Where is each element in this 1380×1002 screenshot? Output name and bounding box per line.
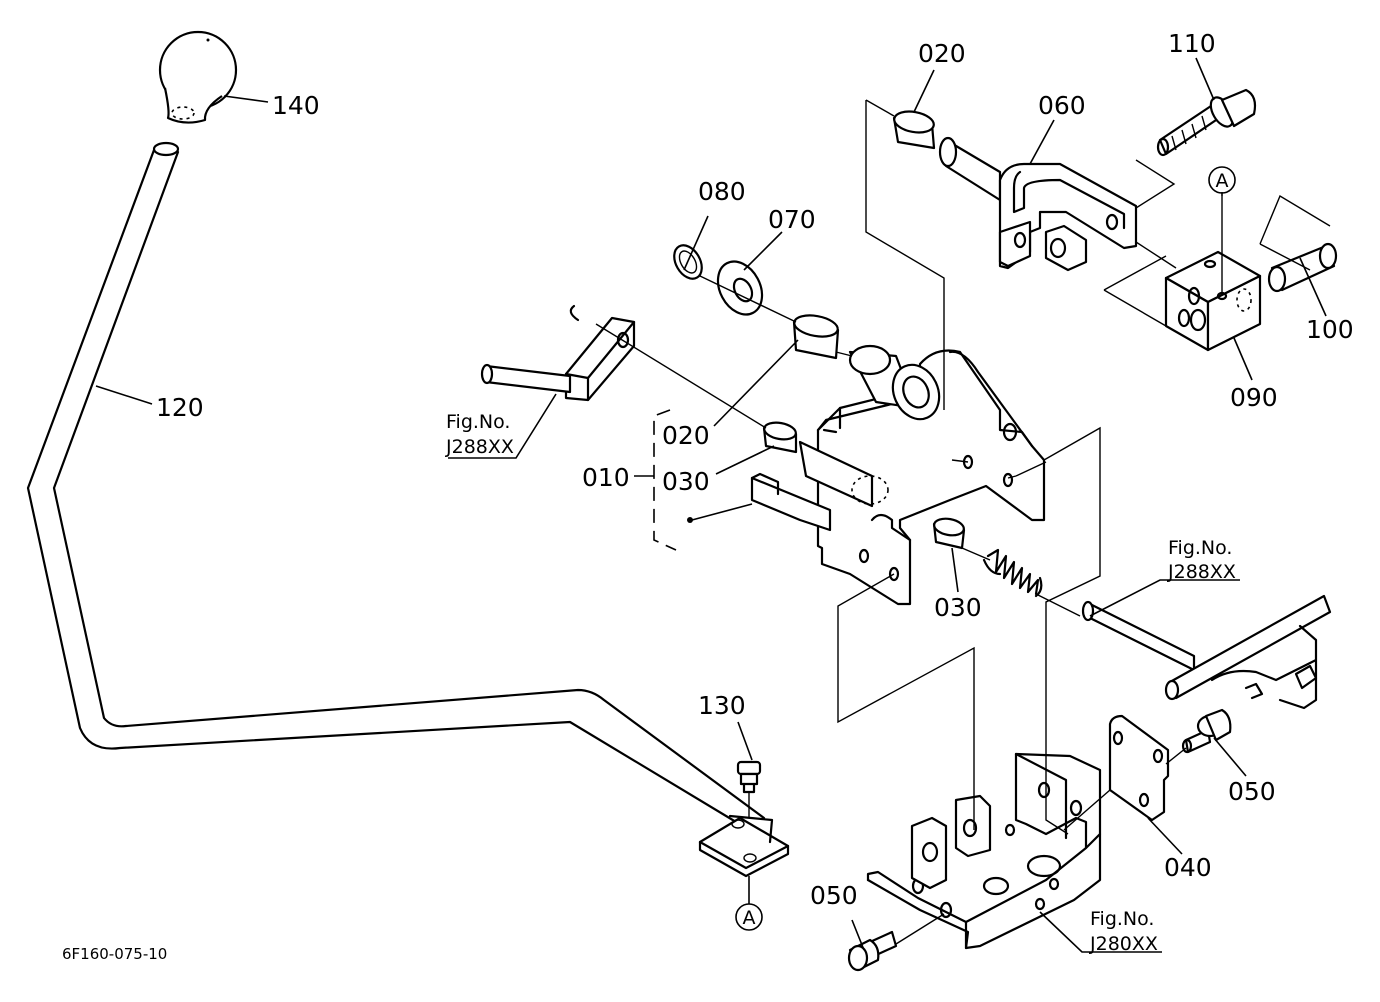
washer-part[interactable] [709, 254, 771, 322]
label-050-right: 050 [1228, 777, 1276, 806]
callout-a-lower: A [735, 903, 763, 931]
leader-lines [95, 57, 1327, 953]
label-070: 070 [768, 205, 816, 234]
svg-text:Fig.No.: Fig.No. [446, 411, 510, 433]
lever-rod-part[interactable] [26, 141, 790, 878]
label-130: 130 [698, 691, 746, 720]
label-030-left: 030 [662, 467, 710, 496]
bushing-small-lower-part[interactable] [932, 517, 966, 550]
knob-part[interactable] [158, 30, 238, 124]
svg-text:J280XX: J280XX [1089, 933, 1158, 955]
shaft-reference-right [1081, 594, 1332, 710]
lower-base-reference [866, 752, 1102, 950]
snap-ring-part[interactable] [669, 240, 708, 283]
assembly-dot-010 [687, 517, 693, 523]
svg-text:J288XX: J288XX [1167, 561, 1236, 583]
svg-text:A: A [743, 907, 756, 929]
upper-fork-part[interactable] [938, 136, 1138, 272]
bushing-middle-part[interactable] [792, 312, 840, 360]
label-120: 120 [156, 393, 204, 422]
bolt-right-part[interactable] [1181, 708, 1232, 754]
label-090: 090 [1230, 383, 1278, 412]
figure-ref-bottom: Fig.No. J280XX [1089, 908, 1158, 955]
label-020-upper: 020 [918, 39, 966, 68]
assembly-bracket-010 [653, 409, 677, 551]
figure-ref-right: Fig.No. J288XX [1167, 537, 1236, 583]
label-050-left: 050 [810, 881, 858, 910]
svg-text:Fig.No.: Fig.No. [1090, 908, 1154, 930]
block-bushing-part[interactable] [1267, 242, 1338, 293]
shift-block-part[interactable] [1164, 250, 1262, 352]
bolt-left-part[interactable] [847, 930, 898, 972]
label-030-right: 030 [934, 593, 982, 622]
bushing-small-upper-part[interactable] [762, 420, 798, 454]
mount-plate-part[interactable] [1108, 714, 1170, 822]
svg-text:Fig.No.: Fig.No. [1168, 537, 1232, 559]
bolt-part[interactable] [1156, 88, 1257, 157]
grease-nipple-part[interactable] [736, 760, 762, 818]
svg-text:J288XX: J288XX [445, 436, 514, 458]
svg-text:A: A [1216, 170, 1229, 192]
diagram-code: 6F160-075-10 [62, 945, 167, 963]
spring-part[interactable] [982, 548, 1043, 598]
label-110: 110 [1168, 29, 1216, 58]
label-020-middle: 020 [662, 421, 710, 450]
bushing-upper-part[interactable] [892, 109, 936, 150]
callout-a-upper: A [1208, 166, 1236, 194]
label-140: 140 [272, 91, 320, 120]
assembly-lines [595, 99, 1331, 945]
label-040: 040 [1164, 853, 1212, 882]
label-100: 100 [1306, 315, 1354, 344]
lever-bracket-part[interactable] [750, 344, 1046, 606]
label-060: 060 [1038, 91, 1086, 120]
label-080: 080 [698, 177, 746, 206]
label-010: 010 [582, 463, 630, 492]
pin-reference-left [480, 304, 636, 402]
figure-ref-left: Fig.No. J288XX [445, 411, 514, 458]
